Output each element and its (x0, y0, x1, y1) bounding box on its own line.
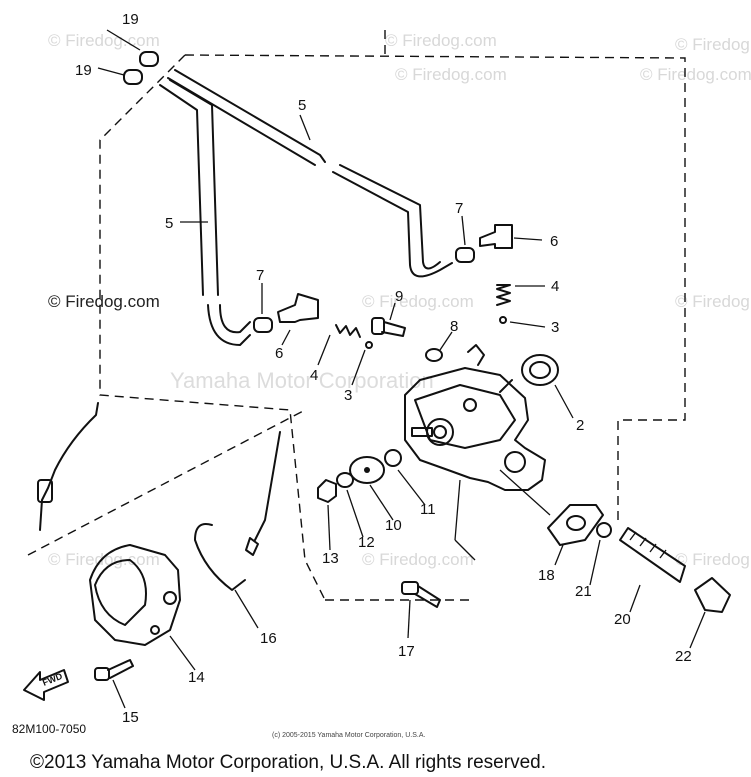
callout-3a: 3 (551, 319, 559, 336)
callout-13: 13 (322, 550, 339, 567)
shaft-20 (619, 527, 686, 583)
callout-14: 14 (188, 669, 205, 686)
clip-7-lower (253, 317, 273, 333)
gear-10 (349, 456, 385, 484)
callout-21: 21 (575, 583, 592, 600)
spring-4-lower (335, 324, 361, 338)
washer-8 (425, 348, 443, 362)
callout-7a: 7 (455, 200, 463, 217)
part-14-pump-cover (89, 544, 196, 671)
assembly-boundary (27, 30, 686, 601)
callout-3b: 3 (344, 387, 352, 404)
part-18-22-drive (499, 469, 731, 649)
part-16-cable (194, 431, 281, 629)
grommet-upper (139, 51, 159, 67)
washer-12 (336, 472, 354, 488)
footer-copyright: ©2013 Yamaha Motor Corporation, U.S.A. A… (30, 752, 546, 773)
small-copyright: (c) 2005-2015 Yamaha Motor Corporation, … (272, 732, 425, 739)
screw-9-head (371, 317, 385, 335)
callout-7b: 7 (256, 267, 264, 284)
part-17-bolt (401, 581, 441, 639)
watermark-top-right: © Firedog.com (675, 35, 751, 54)
callout-20: 20 (614, 611, 631, 628)
callout-labels: 19 19 5 5 7 6 7 6 4 3 9 8 4 3 2 11 10 12… (75, 11, 692, 726)
watermark-top-center-2: © Firedog.com (395, 65, 507, 84)
oil-pump-body (404, 344, 546, 561)
watermark-mid-right: © Firedog.com (675, 292, 751, 311)
watermark-mid-left: © Firedog.com (48, 292, 160, 311)
callout-4b: 4 (310, 367, 318, 384)
ball-3-lower (365, 341, 373, 349)
ball-3-upper (499, 316, 507, 324)
washer-11 (384, 449, 402, 467)
watermark-top-left: © Firedog.com (48, 31, 160, 50)
part-8-9-fasteners (371, 302, 453, 362)
watermarks: © Firedog.com © Firedog.com © Firedog.co… (48, 31, 751, 569)
watermark-low-center: © Firedog.com (362, 550, 474, 569)
watermark-top-center: © Firedog.com (385, 31, 497, 50)
callout-19b: 19 (75, 62, 92, 79)
callout-10: 10 (385, 517, 402, 534)
watermark-low-left: © Firedog.com (48, 550, 160, 569)
callout-16: 16 (260, 630, 277, 647)
callout-18: 18 (538, 567, 555, 584)
forward-arrow: FWD (23, 669, 69, 701)
part-6-7-fittings (253, 215, 543, 346)
callout-5a: 5 (298, 97, 306, 114)
washer-21 (596, 522, 612, 538)
watermark-top-right-2: © Firedog.com (640, 65, 751, 84)
callout-9: 9 (395, 288, 403, 305)
callout-12: 12 (358, 534, 375, 551)
part-3-4-check-valves (317, 284, 546, 386)
callout-6a: 6 (550, 233, 558, 250)
callout-11: 11 (420, 501, 436, 518)
callout-22: 22 (675, 648, 692, 665)
callout-17: 17 (398, 643, 415, 660)
part-2-oil-seal (521, 354, 574, 419)
gasket-18 (547, 504, 604, 546)
spring-4-upper (496, 284, 511, 306)
part-5-pipes (159, 69, 453, 346)
cap-22 (694, 577, 731, 613)
watermark-low-right: © Firedog.com (675, 550, 751, 569)
part-19-grommets (97, 29, 159, 85)
callout-19a: 19 (122, 11, 139, 28)
watermark-mid-center: © Firedog.com (362, 292, 474, 311)
clip-7-upper (455, 247, 475, 263)
cable-left (37, 402, 99, 531)
grommet-lower (123, 69, 143, 85)
diagram-code: 82M100-7050 (12, 722, 86, 736)
callout-15: 15 (122, 709, 139, 726)
callout-5b: 5 (165, 215, 173, 232)
screw-9-shank (381, 321, 406, 337)
watermark-brand: Yamaha Motor Corporation (170, 368, 434, 393)
callout-8: 8 (450, 318, 458, 335)
nut-13 (317, 479, 337, 503)
part-10-13-gear-set (317, 449, 426, 551)
callout-4a: 4 (551, 278, 559, 295)
callout-6b: 6 (275, 345, 283, 362)
callout-2: 2 (576, 417, 584, 434)
elbow-6-lower (277, 293, 319, 323)
part-15-screw (94, 659, 134, 709)
elbow-6-upper (479, 224, 513, 249)
